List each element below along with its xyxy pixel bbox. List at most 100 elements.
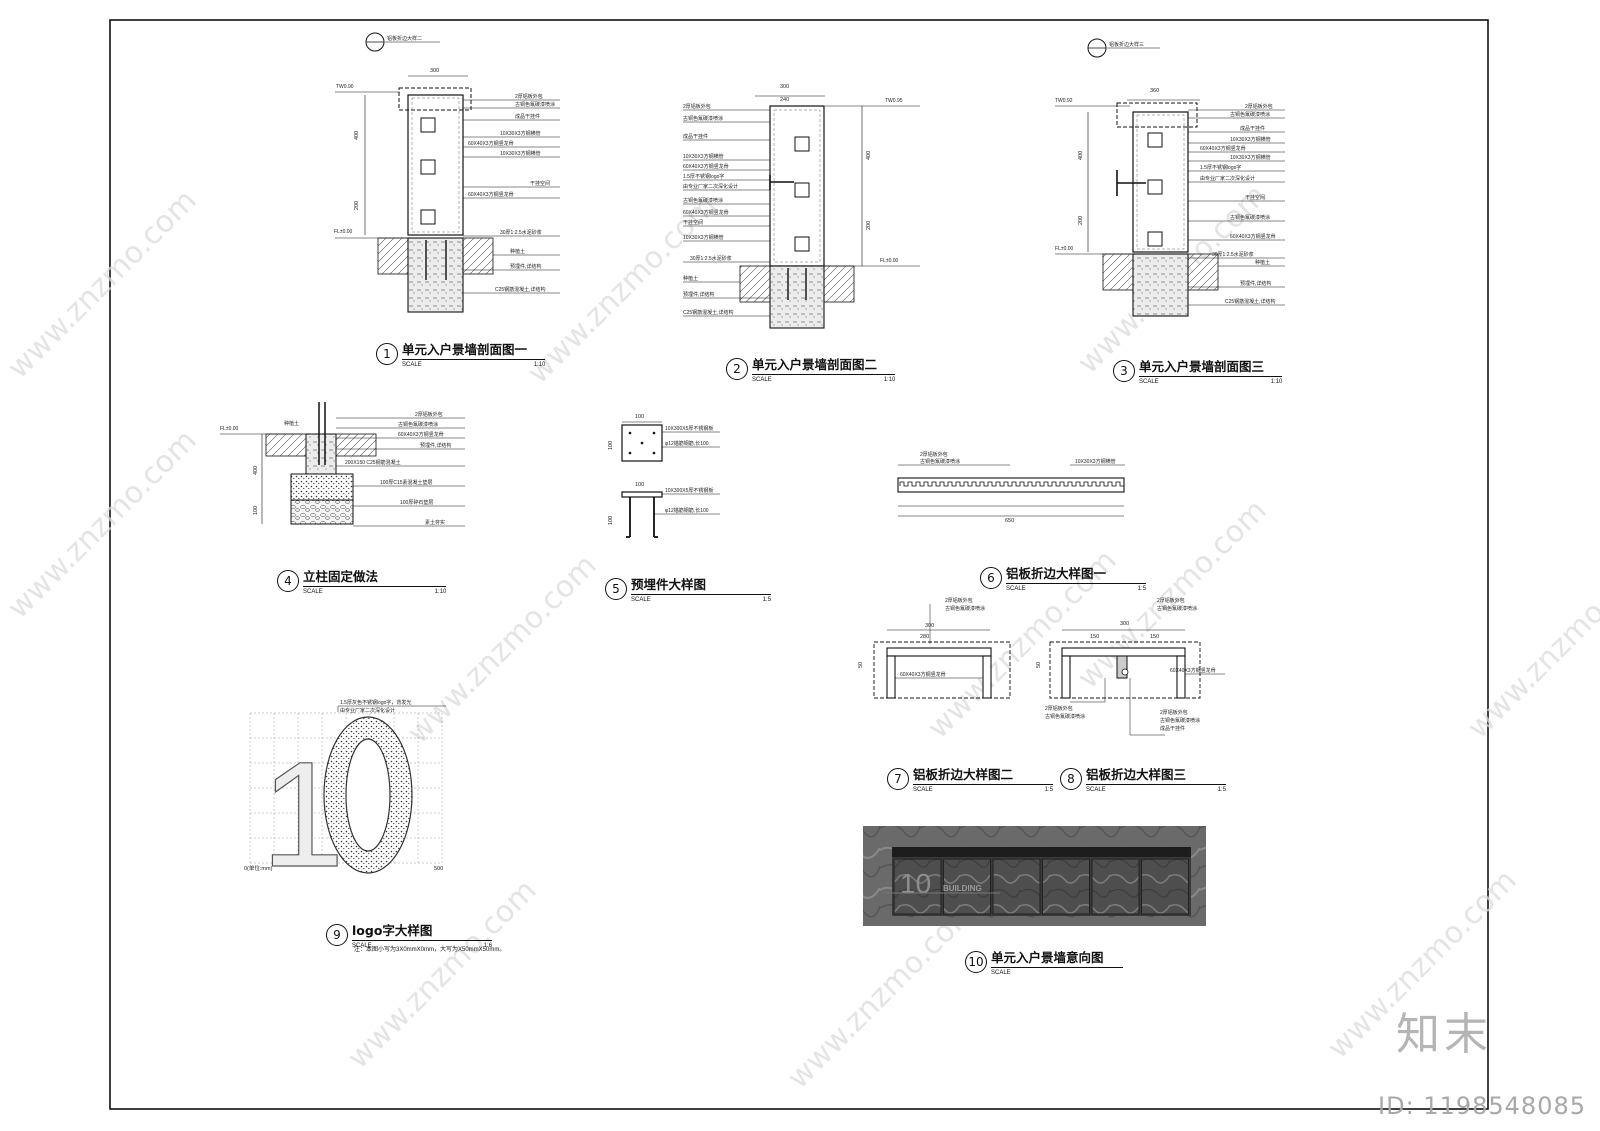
dim-h5: 400	[1078, 151, 1084, 160]
drawing-number: 1	[376, 342, 398, 365]
drawing-number: 7	[887, 767, 909, 790]
scale-label: SCALE	[352, 943, 372, 949]
drawing-title: 铝板折边大样图二	[913, 764, 1054, 785]
label-7b: 古铜色氟碳漆喷涂	[945, 605, 985, 612]
photo-building-text: BUILDING	[943, 884, 982, 893]
dim-top-1: 300	[430, 68, 439, 74]
label-6b: 古铜色氟碳漆喷涂	[920, 458, 960, 465]
level-fl-1: FL±0.00	[334, 229, 353, 235]
scale-value: 1:10	[883, 377, 896, 383]
label-3k: 60X40X3方钢竖龙骨	[1230, 233, 1276, 240]
stone-panel	[1042, 858, 1090, 915]
label-3m: 种植土	[1255, 259, 1270, 266]
drawing-number: 5	[605, 577, 627, 600]
dim-top-2: 300	[780, 84, 789, 90]
label-2g: 由专业厂家二次深化设计	[683, 183, 738, 190]
label-8b: 古铜色氟碳漆喷涂	[1157, 605, 1197, 612]
label-1l: C25钢筋混凝土,详结构	[495, 286, 546, 293]
label-5d: φ12锚筋钢筋,长100	[665, 507, 709, 514]
dim-h4: 200	[866, 221, 872, 230]
watermark-logo: 知末	[1396, 1009, 1492, 1060]
watermark-site: www.znzmo.com	[1071, 493, 1274, 696]
label-3e: 60X40X3方钢竖龙骨	[1200, 145, 1246, 152]
label-8f: 2厚铝板外包	[1160, 709, 1188, 716]
watermark-site: www.znzmo.com	[1, 423, 204, 626]
scale-label: SCALE	[303, 589, 323, 595]
drawing-title: logo字大样图	[352, 920, 493, 941]
label-3g: 1.5厚不锈钢logo字	[1200, 164, 1241, 171]
label-9a: 1.5厚灰色不锈钢logo字，背发光	[340, 699, 411, 706]
section-2: 300 240 TW0.95 400 200 FL±0.00 2厚铝板外包 古铜…	[683, 84, 920, 329]
label-3i: 干挂空间	[1245, 194, 1265, 201]
section-1: 铝板折边大样二 300 TW0.90 400 200 FL±0.00 2厚铝板外…	[334, 32, 560, 313]
label-1b: 古铜色氟碳漆喷涂	[515, 101, 555, 108]
label-3f: 10X30X3方钢横管	[1230, 154, 1271, 161]
drawing-title: 单元入户景墙剖面图三	[1139, 356, 1283, 377]
scale-value: 1:5	[1137, 586, 1147, 592]
label-2f: 1.5厚不锈钢logo字	[683, 173, 724, 180]
label-3l: 30厚1:2.5水泥砂浆	[1212, 251, 1254, 258]
label-3b: 古铜色氟碳漆喷涂	[1230, 111, 1270, 118]
label-3h: 由专业厂家二次深化设计	[1200, 175, 1255, 182]
scale-label: SCALE	[631, 597, 651, 603]
label-3j: 古铜色氟碳漆喷涂	[1230, 214, 1270, 221]
level-tw-1: TW0.90	[336, 84, 354, 90]
label-8e: 古铜色氟碳漆喷涂	[1045, 713, 1085, 720]
drawing-title: 单元入户景墙剖面图二	[752, 354, 896, 375]
dim-top-2b: 240	[780, 97, 789, 103]
detail-8: 2厚铝板外包 古铜色氟碳漆喷涂 300 150 150 60X40X3方钢竖龙骨…	[1036, 597, 1225, 736]
dim-7a: 300	[925, 623, 934, 629]
label-3c: 成品干挂件	[1240, 125, 1265, 132]
label-8h: 成品干挂件	[1160, 725, 1185, 732]
scale-value: 1:10	[1270, 379, 1283, 385]
section-3: 铝板折边大样三 360 TW0.92 400 200 FL±0.00 2厚铝板外…	[1055, 38, 1285, 317]
label-4e: 预埋件,详结构	[420, 442, 451, 449]
stone-panel	[893, 858, 942, 915]
detail-6: 2厚铝板外包 古铜色氟碳漆喷涂 10X30X3方钢横管 650	[897, 451, 1125, 524]
label-7a: 2厚铝板外包	[945, 597, 973, 604]
label-1j: 种植土	[510, 248, 525, 255]
dim-7c: 50	[858, 662, 864, 668]
dim-6a: 650	[1005, 518, 1014, 524]
dim-9c: 500	[434, 866, 443, 872]
scale-value: 1:5	[1044, 787, 1054, 793]
dim-top-3: 360	[1150, 88, 1159, 94]
callout-ref-1: 铝板折边大样二	[387, 35, 422, 42]
dim-h3: 400	[866, 151, 872, 160]
label-4f: 200X150 C25钢筋混凝土	[345, 459, 401, 466]
watermark-id: ID: 1198548085	[1378, 1092, 1586, 1120]
label-3d: 10X30X3方钢横管	[1230, 136, 1271, 143]
dim-8a: 300	[1120, 621, 1129, 627]
title-marker-10: 10 单元入户景墙意向图 SCALE	[965, 947, 1123, 976]
sheet-frame	[109, 19, 1489, 1110]
label-1k: 预埋件,详结构	[510, 263, 541, 270]
stone-panel	[1141, 858, 1189, 915]
dim-8d: 50	[1036, 662, 1042, 668]
label-4d: 60X40X3方钢竖龙骨	[398, 431, 444, 438]
stone-panel	[992, 858, 1041, 915]
detail-4: FL±0.00 400 100 种植土 2厚铝板外包 古铜色氟碳漆喷涂 60X4…	[220, 402, 465, 527]
level-tw-3: TW0.92	[1055, 98, 1073, 104]
label-3n: 预埋件,详结构	[1240, 280, 1271, 287]
level-tw-2: TW0.95	[885, 98, 903, 104]
scale-value: 1:5	[762, 597, 772, 603]
drawing-number: 8	[1060, 767, 1082, 790]
label-2m: 种植土	[683, 275, 698, 282]
callout-ref-3: 铝板折边大样三	[1109, 41, 1144, 48]
dim-9a: 0(单位:mm)	[244, 864, 273, 872]
label-8a: 2厚铝板外包	[1157, 597, 1185, 604]
label-4h: 100厚碎石垫层	[400, 499, 433, 506]
label-8d: 2厚铝板外包	[1045, 705, 1073, 712]
label-4a: 种植土	[284, 420, 299, 427]
scale-label: SCALE	[1086, 787, 1106, 793]
drawing-number: 4	[277, 569, 299, 592]
label-4i: 素土夯实	[425, 519, 445, 526]
intent-photo: 10 BUILDING	[863, 826, 1206, 926]
label-1f: 10X30X3方钢横管	[500, 150, 541, 157]
